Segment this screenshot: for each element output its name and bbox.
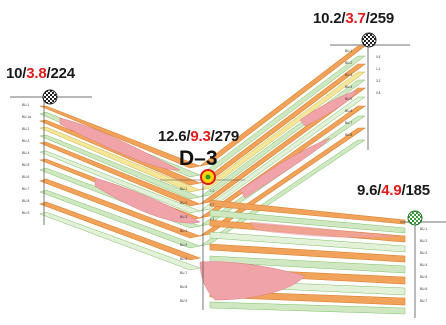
svg-text:BU-4: BU-4 [180, 229, 187, 233]
svg-text:BU-1: BU-1 [180, 187, 187, 191]
band-layer [199, 55, 366, 176]
svg-text:BU-2: BU-2 [22, 127, 29, 131]
svg-text:0.8: 0.8 [376, 91, 381, 95]
svg-text:BU-5: BU-5 [345, 97, 352, 101]
svg-text:BU-2: BU-2 [345, 61, 352, 65]
svg-text:BU-9: BU-9 [22, 211, 29, 215]
band-layer [199, 87, 366, 205]
well-right-top: 9.6 [357, 182, 378, 199]
well-left-values: 10/3.8/224 [6, 65, 76, 82]
svg-text:BU-4: BU-4 [420, 263, 427, 267]
svg-text:BU-7: BU-7 [420, 299, 427, 303]
svg-text:BU-3: BU-3 [180, 215, 187, 219]
svg-text:BU-3: BU-3 [345, 73, 352, 77]
svg-text:BU-4: BU-4 [22, 151, 29, 155]
band-layer [209, 243, 406, 263]
svg-text:BU-7: BU-7 [345, 121, 352, 125]
well-center-bottom: 279 [214, 128, 240, 145]
svg-text:BU-4: BU-4 [345, 85, 352, 89]
well-left-top: 10 [6, 65, 23, 82]
well-right-mid: 4.9 [381, 182, 402, 199]
svg-text:BU-6: BU-6 [22, 175, 29, 179]
svg-text:BU-2: BU-2 [180, 201, 187, 205]
svg-text:BU-3: BU-3 [420, 251, 427, 255]
well-right-bottom: 185 [405, 182, 430, 199]
svg-text:1.2: 1.2 [210, 189, 215, 193]
well-upper-mid: 3.7 [345, 10, 366, 27]
svg-text:BU-5: BU-5 [22, 163, 29, 167]
lens-body [199, 261, 306, 301]
svg-text:BU-8: BU-8 [22, 199, 29, 203]
svg-text:BU-7: BU-7 [22, 187, 29, 191]
well-left-bottom: 224 [50, 65, 76, 82]
band-layer [209, 301, 406, 315]
left-well-log: BU-1BU-1a BU-2BU-3 BU-4BU-5 BU-6BU-7 BU-… [10, 96, 92, 225]
band-layer [199, 71, 366, 191]
well-upper-bottom: 259 [369, 10, 395, 27]
lens-body [299, 89, 359, 127]
svg-text:BU-5: BU-5 [180, 243, 187, 247]
svg-text:BU-5: BU-5 [420, 275, 427, 279]
checker-ball-icon [42, 89, 58, 105]
svg-text:BU-6: BU-6 [180, 257, 187, 261]
svg-text:BU-1a: BU-1a [22, 115, 31, 119]
svg-text:BU-6: BU-6 [420, 287, 427, 291]
svg-text:BU-8: BU-8 [180, 285, 187, 289]
svg-text:BU-2: BU-2 [420, 239, 427, 243]
band-layer [209, 209, 406, 234]
lens-body [249, 221, 401, 238]
svg-text:BU-1: BU-1 [345, 49, 352, 53]
lens-body [59, 117, 181, 171]
well-right-values: 9.6/4.9/185 [357, 182, 430, 199]
well-center-mid: 9.3 [190, 128, 211, 145]
well-center-top: 12.6 [158, 128, 187, 145]
band-layer [209, 199, 406, 225]
left-to-center-bands [38, 105, 202, 271]
svg-text:1.1: 1.1 [376, 67, 381, 71]
svg-text:0.5: 0.5 [376, 55, 381, 59]
checker-ball-icon [361, 32, 377, 48]
svg-text:BU-8: BU-8 [345, 133, 352, 137]
well-left-mid: 3.8 [26, 65, 47, 82]
svg-text:0.7: 0.7 [210, 203, 215, 207]
center-to-right-bands [199, 199, 406, 315]
svg-text:BU-1: BU-1 [22, 103, 29, 107]
green-checker-ball-icon [407, 210, 423, 226]
band-layer [209, 255, 406, 274]
well-upper-top: 10.2 [313, 10, 342, 27]
well-center-values: 12.6/9.3/279 [158, 128, 240, 145]
svg-text:2.1: 2.1 [210, 217, 215, 221]
band-layer [199, 96, 366, 212]
svg-text:BU-3: BU-3 [22, 139, 29, 143]
lens-body [239, 137, 331, 199]
well-center-name: D–3 [179, 147, 218, 170]
right-well-log: BU-1BU-2 BU-3BU-4 BU-5BU-6 BU-7 [400, 221, 446, 318]
upper-well-log: BU-1BU-2 BU-3BU-4 BU-5BU-6 BU-7BU-8 0.5 1… [330, 44, 410, 150]
well-upper-values: 10.2/3.7/259 [313, 10, 395, 27]
lens-body [94, 177, 201, 224]
svg-text:BU-1: BU-1 [420, 227, 427, 231]
center-to-upper-bands [199, 45, 366, 247]
band-layer [209, 231, 406, 253]
svg-text:BU-9: BU-9 [180, 299, 187, 303]
svg-text:3.2: 3.2 [376, 79, 381, 83]
svg-text:BU-6: BU-6 [345, 109, 352, 113]
band-layer [199, 139, 366, 247]
svg-text:BU-7: BU-7 [180, 271, 187, 275]
target-dot-icon [200, 169, 216, 185]
